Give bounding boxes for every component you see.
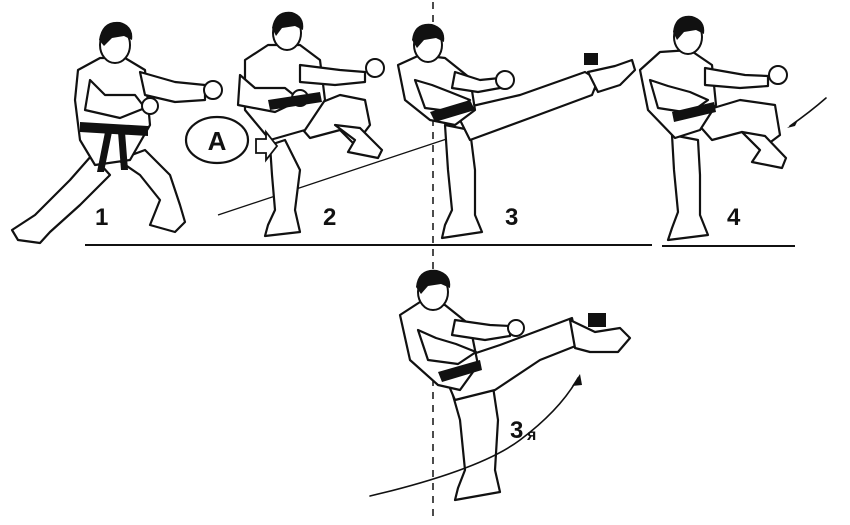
figure-3a-side-kick	[398, 269, 632, 502]
figure-3-high-kick	[396, 23, 637, 240]
target-square-icon	[584, 53, 598, 65]
step-number-1: 1	[95, 204, 108, 231]
step-number-2: 2	[323, 204, 336, 231]
step-number-3a-suffix: я	[526, 427, 536, 444]
retract-arrow-icon	[789, 97, 827, 127]
figure-4-retract	[638, 15, 788, 242]
target-square-icon-lower	[588, 313, 606, 327]
hollow-arrow-icon	[255, 129, 279, 163]
figure-1-front-stance	[10, 21, 223, 245]
step-number-3: 3	[505, 204, 518, 231]
arc-arrow-icon	[369, 377, 579, 497]
marker-a-label: A	[208, 126, 227, 156]
step-number-4: 4	[727, 204, 741, 231]
marker-a-circle	[184, 115, 250, 165]
step-number-3a: 3	[510, 417, 523, 444]
figure-2-knee-raise	[236, 11, 385, 238]
